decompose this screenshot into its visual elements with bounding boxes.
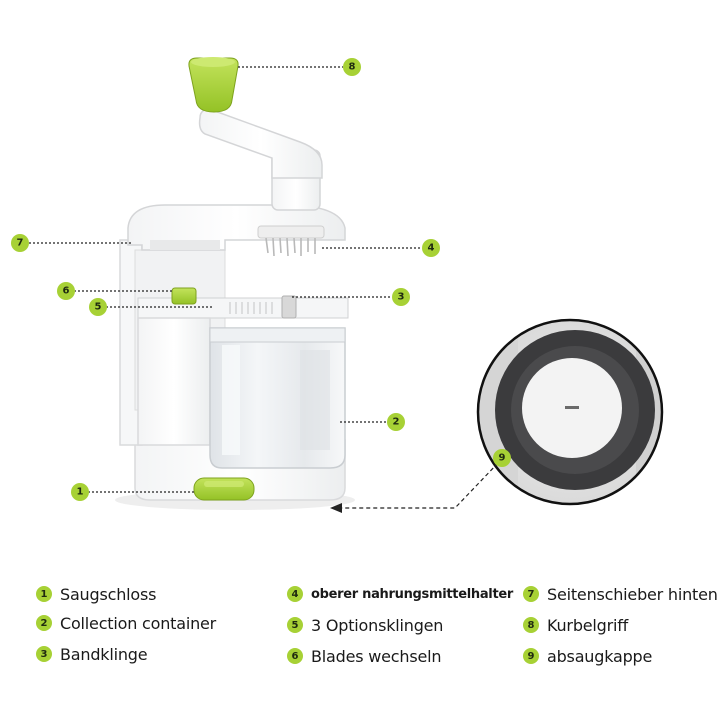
marker-3: 3 [392,288,410,306]
legend-badge-5: 5 [287,617,303,633]
food-holder-prongs [265,237,316,257]
suction-cap-zoom [476,318,664,506]
legend-badge-2: 2 [36,615,52,631]
container-rim [209,327,346,343]
number-markers: 8 7 4 6 5 3 2 1 [11,58,511,501]
svg-text:7: 7 [17,238,24,249]
legend-item-7: 7 Seitenschieber hinten [523,583,718,605]
svg-text:1: 1 [77,487,84,498]
body-left [137,317,211,446]
legend-badge-7: 7 [523,586,539,602]
marker-5: 5 [89,298,107,316]
legend-label-2: Collection container [60,613,217,633]
legend-label-8: Kurbelgriff [547,615,629,635]
legend-item-2: 2 Collection container [36,612,216,634]
legend-label-3: Bandklinge [60,644,148,664]
crank-knob [188,57,239,113]
legend-badge-3: 3 [36,646,52,662]
blade-teeth [229,302,273,314]
zoom-pointer-line [340,462,499,509]
crank-knob-top [191,57,235,67]
legend-item-9: 9 absaugkappe [523,645,652,667]
blade-frame [137,297,349,319]
legend-item-8: 8 Kurbelgriff [523,614,628,636]
marker-8: 8 [343,58,361,76]
legend-badge-1: 1 [36,586,52,602]
crank-arm [198,108,323,179]
svg-text:4: 4 [428,243,435,254]
container-shade [300,350,330,450]
suction-cap-slot [565,406,579,409]
legend-label-7: Seitenschieber hinten [547,584,718,604]
callout-lines [29,66,499,509]
marker-7: 7 [11,234,29,252]
marker-6: 6 [57,282,75,300]
marker-1: 1 [71,483,89,501]
container-highlight [222,345,240,455]
legend-badge-4: 4 [287,586,303,602]
legend-label-5: 3 Optionsklingen [311,615,444,635]
svg-text:6: 6 [63,286,70,297]
legend-item-1: 1 Saugschloss [36,583,156,605]
legend-item-6: 6 Blades wechseln [287,645,441,667]
blade-spike [281,295,297,319]
food-holder-plate [257,225,325,239]
legend-label-4: oberer nahrungsmittelhalter [311,586,513,602]
hood-shade [150,240,220,250]
marker-2: 2 [387,413,405,431]
marker-4: 4 [422,239,440,257]
legend-item-3: 3 Bandklinge [36,643,148,665]
legend-badge-9: 9 [523,648,539,664]
svg-text:8: 8 [349,62,356,73]
svg-text:9: 9 [499,453,506,464]
zoom-pointer-arrowhead [330,503,342,513]
legend-badge-6: 6 [287,648,303,664]
marker-9: 9 [493,449,511,467]
legend-badge-8: 8 [523,617,539,633]
svg-text:2: 2 [393,417,400,428]
svg-text:3: 3 [398,292,405,303]
zoom-outline [476,318,664,506]
suction-lock-highlight [204,481,244,487]
svg-text:5: 5 [95,302,102,313]
spiralizer-illustration [115,57,355,510]
legend-item-4: 4 oberer nahrungsmittelhalter [287,583,513,605]
legend-item-5: 5 3 Optionsklingen [287,614,443,636]
legend-label-6: Blades wechseln [311,646,442,666]
legend-label-1: Saugschloss [60,584,157,604]
blade-switch [171,287,197,305]
legend-label-9: absaugkappe [547,646,653,666]
